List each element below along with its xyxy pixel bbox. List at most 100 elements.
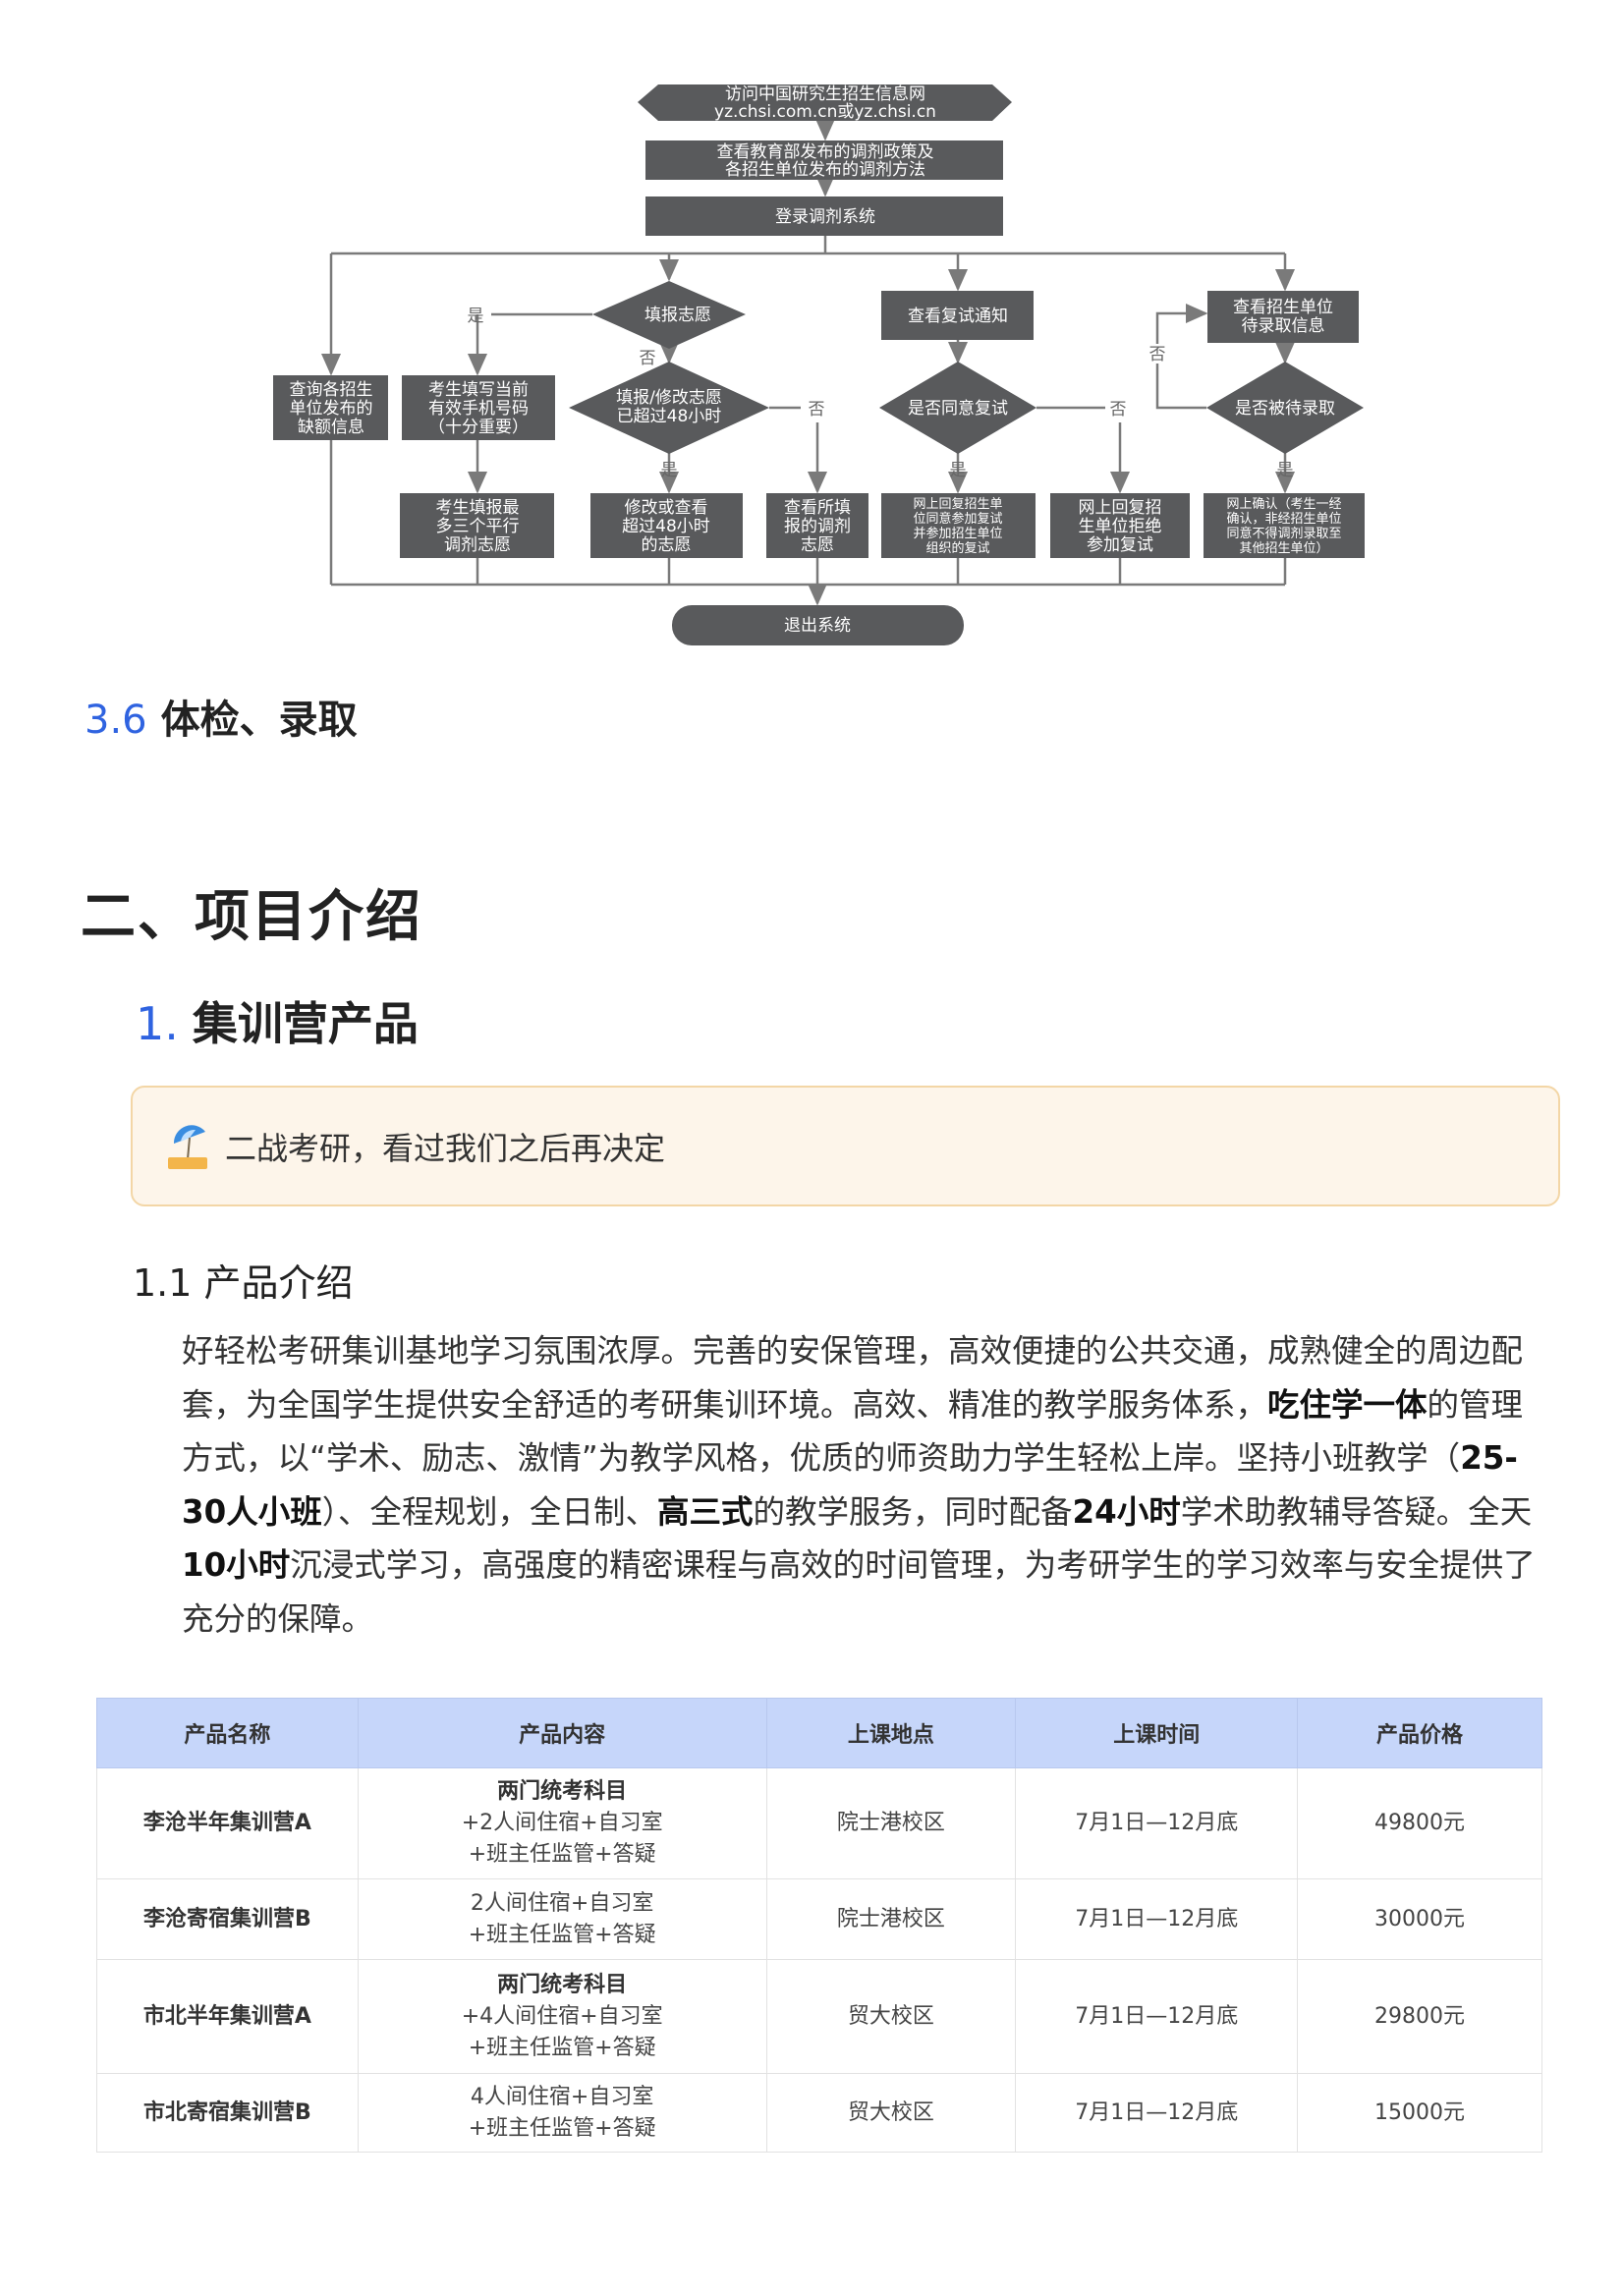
- svg-text:志愿: 志愿: [801, 535, 834, 555]
- emphasis-text: 24小时: [1072, 1492, 1181, 1531]
- svg-text:组织的复试: 组织的复试: [925, 540, 989, 556]
- cell-price: 29800元: [1297, 1959, 1542, 2074]
- flow-waitlisted-decision: 是否被待录取: [1206, 362, 1364, 454]
- cell-product-content: 2人间住宿+自习室+班主任监管+答疑: [357, 1878, 767, 1960]
- emphasis-text: 吃住学一体: [1267, 1385, 1428, 1424]
- content-line: +班主任监管+答疑: [468, 2035, 656, 2060]
- cell-product-name: 李沧半年集训营A: [96, 1767, 359, 1879]
- svg-text:登录调剂系统: 登录调剂系统: [775, 207, 875, 227]
- cell-time: 7月1日—12月底: [1015, 1878, 1299, 1960]
- svg-text:确认，非经招生单位: 确认，非经招生单位: [1226, 512, 1341, 527]
- content-line: 4人间住宿+自习室: [470, 2084, 654, 2109]
- svg-text:多三个平行: 多三个平行: [436, 517, 520, 536]
- paragraph-text: 好轻松考研集训基地学习氛围浓厚。完善的安保管理，高效便捷的公共交通，成熟健全的周…: [182, 1332, 1524, 1424]
- svg-text:查看教育部发布的调剂政策及: 查看教育部发布的调剂政策及: [717, 142, 934, 162]
- cell-product-content: 4人间住宿+自习室+班主任监管+答疑: [357, 2073, 767, 2153]
- svg-text:网上确认（考生一经: 网上确认（考生一经: [1226, 497, 1341, 512]
- svg-text:查看复试通知: 查看复试通知: [908, 307, 1008, 326]
- svg-text:否: 否: [640, 349, 656, 368]
- flow-reply-agree-node: 网上回复招生单 位同意参加复试 并参加招生单位 组织的复试: [881, 493, 1036, 558]
- header-price: 产品价格: [1297, 1698, 1542, 1768]
- flow-policy-node: 查看教育部发布的调剂政策及 各招生单位发布的调剂方法: [645, 140, 1003, 180]
- flow-start-node: 访问中国研究生招生信息网 yz.chsi.com.cn或yz.chsi.cn: [638, 84, 1012, 122]
- flow-exit-node: 退出系统: [672, 605, 964, 645]
- subsection-heading-1-1: 1.1 产品介绍: [133, 1261, 354, 1305]
- svg-text:网上回复招生单: 网上回复招生单: [913, 497, 1002, 512]
- flow-connectors: [321, 119, 1295, 606]
- content-line: +2人间住宿+自习室: [461, 1811, 663, 1835]
- header-product-name: 产品名称: [96, 1698, 359, 1768]
- svg-text:参加复试: 参加复试: [1087, 535, 1153, 555]
- cell-product-name: 李沧寄宿集训营B: [96, 1878, 359, 1960]
- svg-text:超过48小时: 超过48小时: [622, 517, 710, 536]
- cell-time: 7月1日—12月底: [1015, 2073, 1299, 2153]
- flow-over48-decision: 填报/修改志愿 已超过48小时: [569, 362, 769, 454]
- svg-text:修改或查看: 修改或查看: [625, 498, 708, 518]
- svg-text:否: 否: [809, 400, 825, 420]
- emphasis-text: 高三式: [657, 1492, 754, 1531]
- svg-text:生单位拒绝: 生单位拒绝: [1079, 517, 1162, 536]
- svg-text:网上回复招: 网上回复招: [1079, 498, 1162, 518]
- emphasis-text: 10小时: [182, 1546, 291, 1584]
- cell-price: 49800元: [1297, 1767, 1542, 1879]
- flow-view-filled-node: 查看所填 报的调剂 志愿: [766, 493, 868, 558]
- cell-product-name: 市北半年集训营A: [96, 1959, 359, 2074]
- svg-text:yz.chsi.com.cn或yz.chsi.cn: yz.chsi.com.cn或yz.chsi.cn: [714, 102, 936, 122]
- flow-confirm-online-node: 网上确认（考生一经 确认，非经招生单位 同意不得调剂录取至 其他招生单位）: [1204, 493, 1365, 558]
- cell-product-content: 两门统考科目+4人间住宿+自习室+班主任监管+答疑: [357, 1959, 767, 2074]
- svg-text:填报/修改志愿: 填报/修改志愿: [616, 388, 722, 408]
- callout-text: 二战考研，看过我们之后再决定: [225, 1129, 666, 1167]
- chapter-heading: 二、项目介绍: [81, 885, 422, 949]
- content-highlight: 两门统考科目: [497, 1779, 628, 1804]
- header-location: 上课地点: [765, 1698, 1017, 1768]
- svg-text:调剂志愿: 调剂志愿: [444, 535, 511, 555]
- flow-agree-decision: 是否同意复试: [879, 362, 1036, 454]
- svg-text:报的调剂: 报的调剂: [784, 517, 851, 536]
- section-number: 3.6: [84, 698, 147, 743]
- svg-text:（十分重要）: （十分重要）: [428, 418, 529, 437]
- header-product-content: 产品内容: [357, 1698, 767, 1768]
- intro-paragraph: 好轻松考研集训基地学习氛围浓厚。完善的安保管理，高效便捷的公共交通，成熟健全的周…: [182, 1324, 1547, 1646]
- svg-text:缺额信息: 缺额信息: [298, 418, 364, 437]
- cell-location: 院士港校区: [765, 1878, 1017, 1960]
- svg-text:已超过48小时: 已超过48小时: [617, 407, 722, 426]
- emphasis-text: 25-30人小班: [182, 1439, 1518, 1531]
- paragraph-text: 的管理方式，以“学术、励志、激情”为教学风格，优质的师资助力学生轻松上岸。坚持小…: [182, 1385, 1524, 1478]
- paragraph-text: 的教学服务，同时配备: [753, 1492, 1073, 1531]
- svg-text:同意不得调剂录取至: 同意不得调剂录取至: [1226, 526, 1341, 541]
- cell-price: 30000元: [1297, 1878, 1542, 1960]
- paragraph-text: 学术助教辅导答疑。全天: [1180, 1492, 1533, 1531]
- flow-login-node: 登录调剂系统: [645, 196, 1003, 236]
- cell-price: 15000元: [1297, 2073, 1542, 2153]
- flow-query-vacancy-node: 查询各招生 单位发布的 缺额信息: [273, 375, 388, 440]
- section-title: 集训营产品: [192, 997, 419, 1050]
- svg-text:是: 是: [468, 307, 484, 326]
- flow-fill-three-node: 考生填报最 多三个平行 调剂志愿: [400, 493, 554, 558]
- cell-product-name: 市北寄宿集训营B: [96, 2073, 359, 2153]
- parasol-icon: [168, 1124, 207, 1169]
- svg-text:否: 否: [1110, 400, 1127, 420]
- table-header-row: 产品名称 产品内容 上课地点 上课时间 产品价格: [96, 1698, 1542, 1768]
- cell-location: 院士港校区: [765, 1767, 1017, 1879]
- svg-text:是否被待录取: 是否被待录取: [1235, 399, 1335, 419]
- svg-text:是: 是: [661, 461, 678, 480]
- svg-text:的志愿: 的志愿: [642, 535, 692, 555]
- paragraph-text: 沉浸式学习，高强度的精密课程与高效的时间管理，为考研学生的学习效率与安全提供了充…: [182, 1546, 1536, 1638]
- flow-reply-refuse-node: 网上回复招 生单位拒绝 参加复试: [1050, 493, 1190, 558]
- section-number: 1.: [136, 997, 179, 1050]
- svg-text:查看招生单位: 查看招生单位: [1233, 298, 1333, 317]
- cell-product-content: 两门统考科目+2人间住宿+自习室+班主任监管+答疑: [357, 1767, 767, 1879]
- flow-check-waitlist-node: 查看招生单位 待录取信息: [1207, 291, 1359, 343]
- svg-text:退出系统: 退出系统: [784, 616, 851, 636]
- content-line: 2人间住宿+自习室: [470, 1890, 654, 1916]
- cell-location: 贸大校区: [765, 2073, 1017, 2153]
- svg-text:并参加招生单位: 并参加招生单位: [913, 526, 1002, 541]
- svg-text:待录取信息: 待录取信息: [1242, 316, 1325, 336]
- svg-text:填报志愿: 填报志愿: [644, 306, 711, 325]
- flow-fill-phone-node: 考生填写当前 有效手机号码 （十分重要）: [402, 375, 555, 440]
